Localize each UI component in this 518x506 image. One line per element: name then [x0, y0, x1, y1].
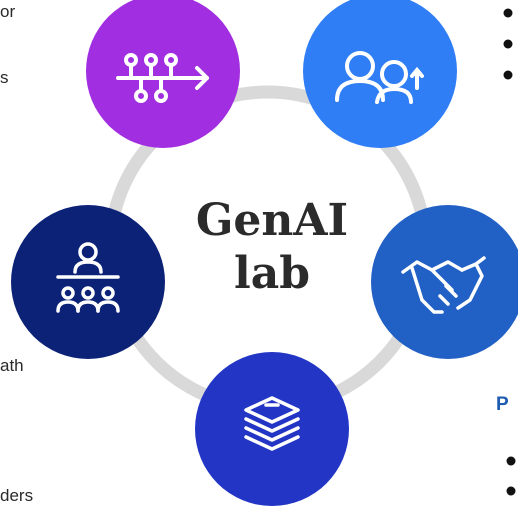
node-circle	[195, 352, 349, 506]
node-people-upgrade	[303, 0, 457, 148]
node-circle	[303, 0, 457, 148]
node-presenter-audience	[11, 205, 165, 359]
bullet-dot	[506, 486, 516, 496]
bullet-dot	[503, 8, 513, 18]
bullet-dot	[503, 39, 513, 49]
pipeline-branch-icon	[116, 53, 209, 103]
handshake-icon	[401, 256, 486, 314]
left-fragment-3: ath	[0, 356, 24, 375]
node-handshake	[371, 205, 518, 359]
left-fragment-4: ders	[0, 486, 34, 505]
people-upgrade-icon	[335, 51, 424, 104]
layers-stack-icon	[244, 396, 300, 451]
node-circle	[11, 205, 165, 359]
bullet-dot	[503, 70, 513, 80]
left-fragment-1: or	[0, 2, 16, 21]
center-title-line1: GenAI	[196, 195, 348, 246]
right-fragment-heading: P	[496, 394, 509, 415]
center-title-line2: lab	[234, 248, 310, 299]
node-circle	[86, 0, 240, 148]
presenter-audience-icon	[56, 242, 120, 313]
node-layers	[195, 352, 349, 506]
left-fragment-2: s	[0, 68, 9, 87]
bullet-dot	[506, 456, 516, 466]
node-pipeline	[86, 0, 240, 148]
